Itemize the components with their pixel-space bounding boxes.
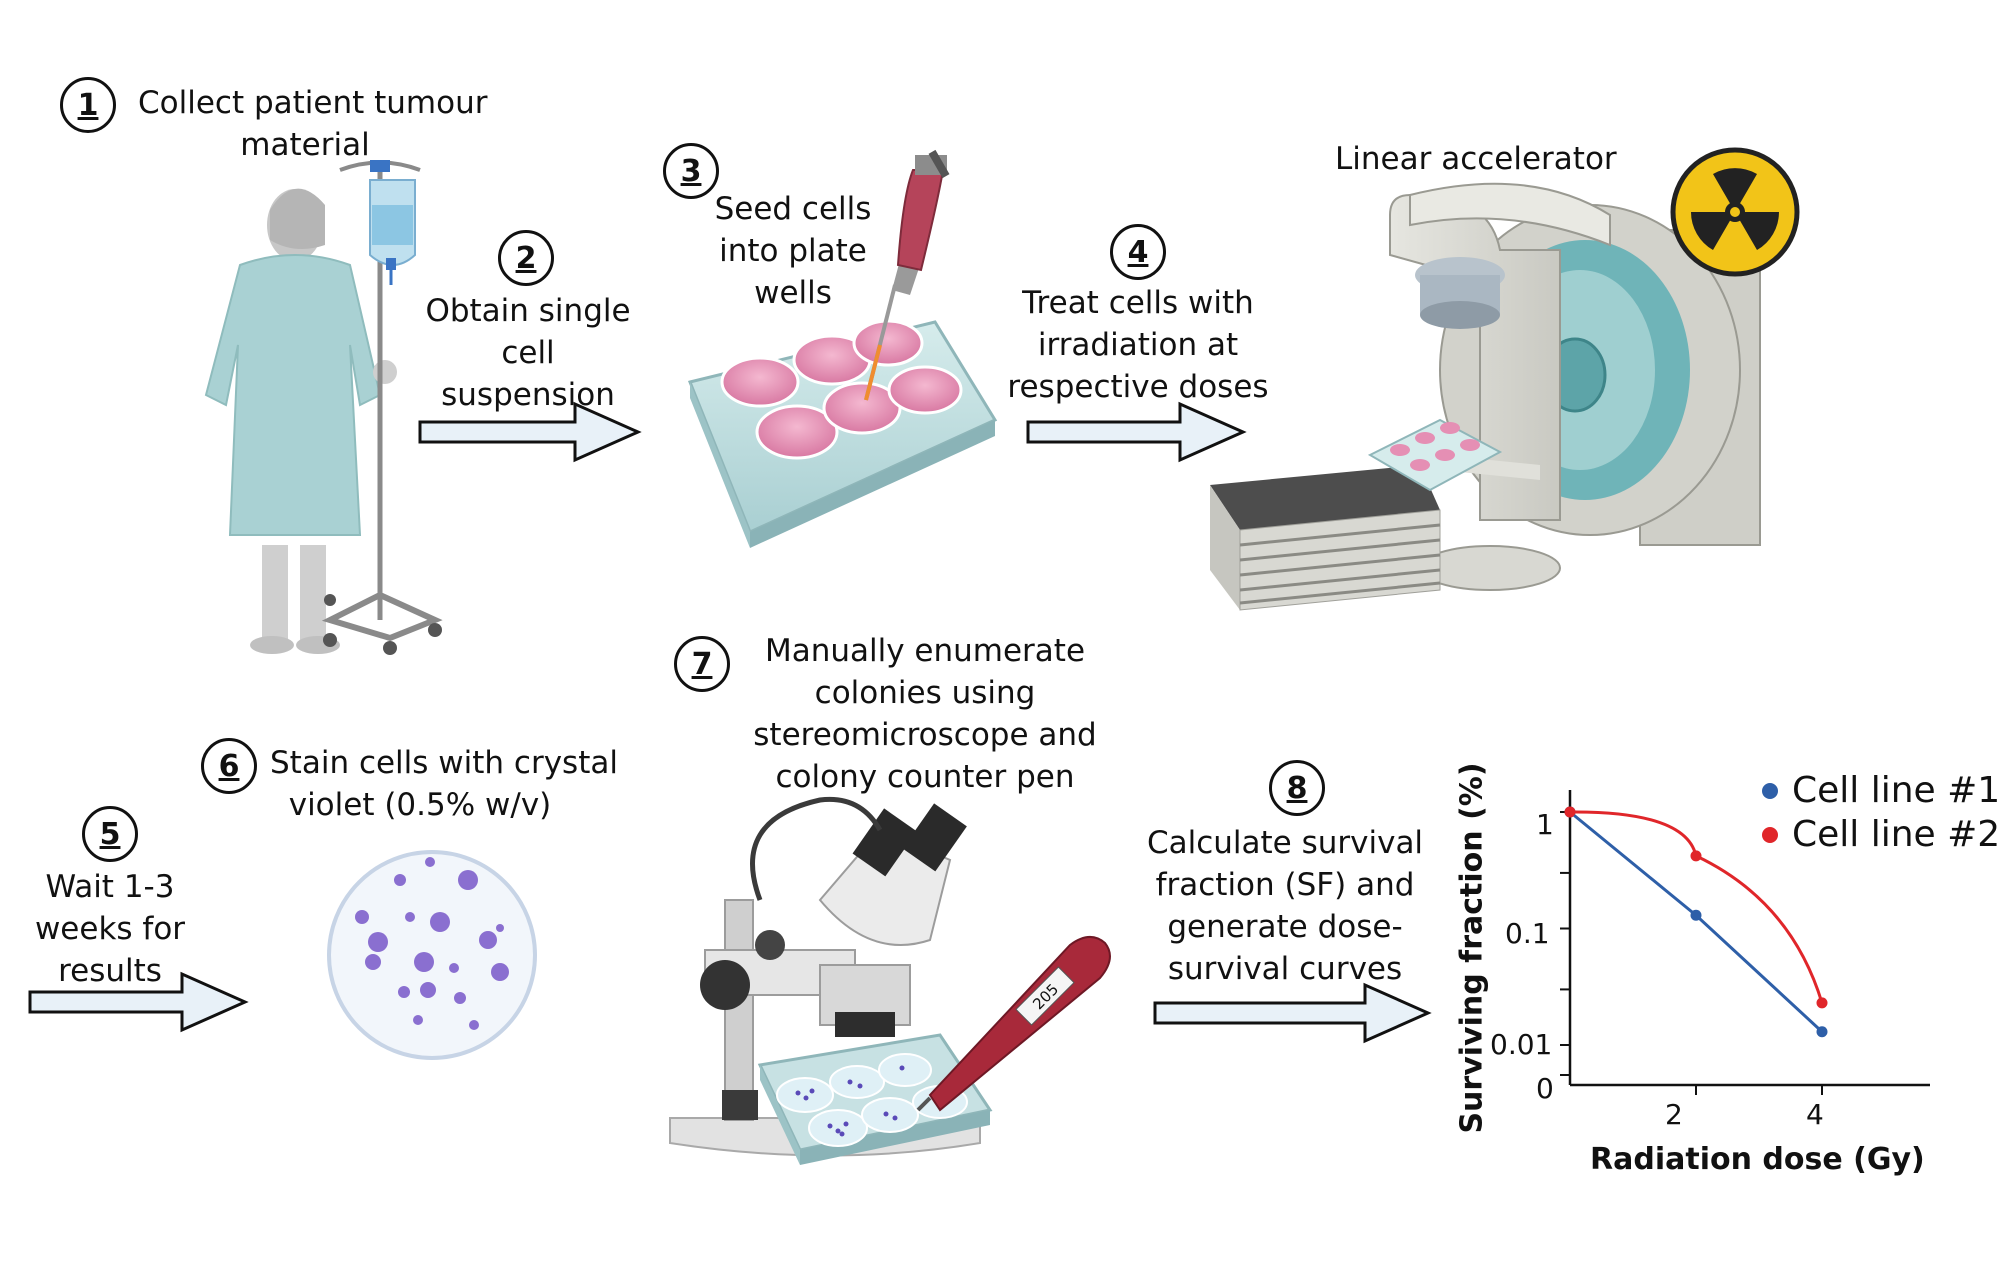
step-7-label: Manually enumerate colonies using stereo… — [745, 630, 1105, 798]
step-1-label: Collect patient tumour — [138, 82, 488, 124]
step-7-number: 7 — [674, 636, 730, 692]
step-7-line-3: stereomicroscope and — [753, 717, 1097, 753]
legend-dot-cell-line-1 — [1762, 782, 1778, 799]
pipette-icon — [864, 149, 950, 401]
arrow-step-4 — [1026, 401, 1247, 463]
step-1-number: 1 — [60, 77, 116, 133]
data-point-cell-line-2-0 — [1564, 806, 1576, 818]
step-2-line-2: cell — [501, 335, 555, 371]
step-8-line-1: Calculate survival — [1146, 825, 1424, 861]
linear-accelerator-icon — [1389, 182, 1761, 591]
step-5-number: 5 — [82, 806, 138, 862]
y-axis-title: Surviving fraction (%) — [1454, 762, 1490, 1134]
data-point-cell-line-2-2 — [1816, 997, 1828, 1009]
step-6-label-line-2: violet (0.5% w/v) — [288, 787, 552, 823]
data-point-cell-line-1-1 — [1690, 909, 1702, 921]
step-4-label: Treat cells with irradiation at respecti… — [1003, 282, 1273, 408]
legend-label-cell-line-2: Cell line #2 — [1792, 814, 2000, 855]
legend-cell-line-1: Cell line #1 — [1762, 770, 2000, 811]
step-3-line-2: into plate — [719, 233, 867, 269]
step-1-label-line-2: material — [240, 127, 370, 163]
step-2-number: 2 — [498, 230, 554, 286]
data-point-cell-line-1-2 — [1816, 1026, 1828, 1038]
step-4-line-2: irradiation at — [1037, 327, 1239, 363]
step-3-line-3: wells — [754, 275, 832, 311]
step-2-label: Obtain single cell suspension — [418, 290, 638, 416]
step-8-line-2: fraction (SF) and — [1155, 867, 1415, 903]
patient-icon — [204, 188, 397, 654]
step-8-label: Calculate survival fraction (SF) and gen… — [1140, 822, 1430, 990]
step-5-line-3: results — [58, 953, 162, 989]
y-tick-label-0-1: 0.1 — [1505, 917, 1550, 950]
arrow-step-8 — [1153, 982, 1432, 1044]
well-plate-icon — [687, 319, 998, 548]
y-tick-label-1: 1 — [1536, 808, 1554, 841]
treatment-couch-icon — [1210, 465, 1441, 611]
step-8-line-3: generate dose- — [1167, 909, 1403, 945]
step-4-line-3: respective doses — [1007, 369, 1269, 405]
step-5-line-1: Wait 1-3 — [45, 869, 175, 905]
step-8-number: 8 — [1269, 760, 1325, 816]
step-6-label-line-1: Stain cells with crystal — [270, 745, 618, 781]
iv-stand-icon — [321, 160, 443, 655]
legend-label-cell-line-1: Cell line #1 — [1792, 770, 2000, 811]
arrow-step-2 — [418, 401, 642, 463]
step-1-line-1: Collect patient tumour — [138, 85, 488, 121]
x-tick-label-4: 4 — [1806, 1098, 1824, 1131]
radiation-hazard-icon — [1670, 147, 1800, 277]
step-4-number: 4 — [1110, 224, 1166, 280]
step-2-line-3: suspension — [441, 377, 615, 413]
linac-label: Linear accelerator — [1335, 141, 1617, 177]
step-5-line-2: weeks for — [34, 911, 186, 947]
step-7-line-1: Manually enumerate — [764, 633, 1086, 669]
legend-cell-line-2: Cell line #2 — [1762, 814, 2000, 855]
step-4-line-1: Treat cells with — [1022, 285, 1254, 321]
step-8-line-4: survival curves — [1167, 951, 1403, 987]
data-point-cell-line-2-1 — [1690, 850, 1702, 862]
step-6-number: 6 — [201, 738, 257, 794]
x-axis-title: Radiation dose (Gy) — [1590, 1142, 1925, 1177]
step-7-line-2: colonies using — [814, 675, 1036, 711]
x-tick-label-2: 2 — [1665, 1098, 1683, 1131]
irradiated-plate-icon — [1367, 418, 1503, 492]
legend-dot-cell-line-2 — [1762, 826, 1778, 843]
step-3-number: 3 — [663, 143, 719, 199]
step-2-line-1: Obtain single — [425, 293, 631, 329]
colony-counter-pen-icon: 205 — [916, 936, 1111, 1112]
step-7-line-4: colony counter pen — [775, 759, 1075, 795]
step-5-label: Wait 1-3 weeks for results — [20, 866, 200, 992]
y-tick-label-0-01: 0.01 — [1490, 1028, 1553, 1061]
y-tick-label-0: 0 — [1536, 1072, 1554, 1105]
petri-dish-icon — [327, 850, 537, 1060]
step-3-label: Seed cells into plate wells — [693, 188, 893, 314]
arrow-step-5 — [28, 971, 249, 1033]
step-3-line-1: Seed cells — [714, 191, 872, 227]
colony-plate-icon — [757, 1033, 993, 1165]
